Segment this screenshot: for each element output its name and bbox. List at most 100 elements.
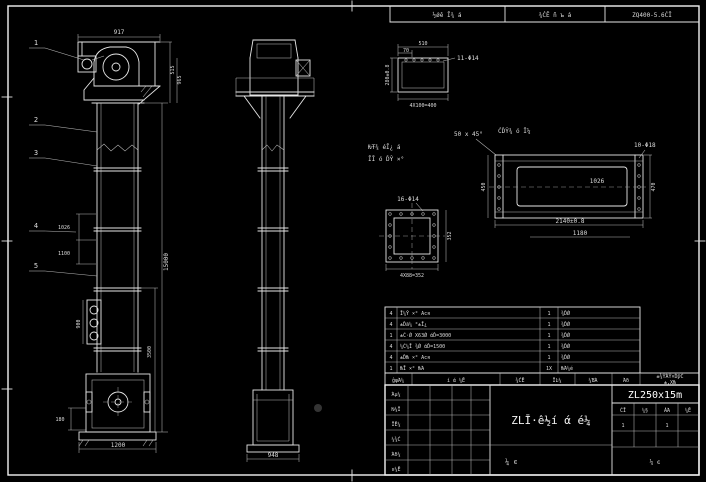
elevator-side-view: 948 bbox=[235, 39, 322, 462]
dim-casing-total: 2140±0.8 bbox=[556, 218, 585, 225]
chamfer-note: 50 x 45° bbox=[454, 131, 483, 138]
balloon-5: 5 bbox=[34, 262, 38, 270]
header-cell-3: ZQ400-5.6ĆĪ bbox=[632, 12, 672, 19]
part-row-material: ¾ĎǾ bbox=[561, 320, 570, 328]
info-label: ¼Ē bbox=[685, 407, 691, 414]
balloon-2: 2 bbox=[34, 116, 38, 124]
dim-flange-spacing: 4X88=352 bbox=[400, 273, 424, 279]
parts-header-weight: ¼ƁΆ bbox=[588, 377, 597, 384]
info-value: 1 bbox=[621, 423, 624, 429]
info-label: ¼§ bbox=[642, 408, 648, 414]
detail-flange-plate: 16-Φ14 4X88=352 352 bbox=[379, 196, 453, 279]
signature-label: Ƕ¼Ī bbox=[391, 406, 400, 413]
dim-side-base-width: 948 bbox=[268, 452, 279, 459]
balloon-3: 3 bbox=[34, 149, 38, 157]
part-row-seq: 4 bbox=[389, 322, 392, 328]
part-row-seq: 4 bbox=[389, 344, 392, 350]
ink-smudge bbox=[314, 404, 322, 412]
header-cell-1: ½ǿê Ī¾ á bbox=[433, 12, 462, 19]
flange-holes-label: 16-Φ14 bbox=[397, 196, 419, 203]
channel-holes-label: 11-Φ14 bbox=[457, 55, 479, 62]
side-motor bbox=[295, 59, 311, 77]
part-row-qty: 1 bbox=[547, 311, 550, 317]
sheet-number-note: ¼ ͼ bbox=[650, 459, 661, 466]
dim-front-base-width: 1200 bbox=[111, 442, 126, 449]
signature-label: Άδ¼ bbox=[391, 451, 400, 458]
part-row-qty: 1 bbox=[547, 322, 550, 328]
note-line-2: ĪĪ ó ĎŶ ×° bbox=[368, 155, 404, 163]
signature-label: Άμ¼ bbox=[391, 391, 400, 398]
part-row-name: ¼Ć¼Ī ¾Ǿ άĎ=1500 bbox=[400, 342, 445, 350]
parts-header-material: ĪĿ¼ bbox=[552, 377, 561, 384]
dim-total-height: 15000 bbox=[163, 253, 170, 271]
part-row-seq: 1 bbox=[389, 333, 392, 339]
dim-front-top-width: 917 bbox=[114, 29, 125, 36]
dim-channel-height: 280±0.8 bbox=[385, 64, 391, 85]
dim-channel-width: 510 bbox=[418, 41, 427, 47]
note-line-1: ǶŦ¾ éĪ¿ á bbox=[368, 144, 401, 151]
balloon-4: 4 bbox=[34, 222, 38, 230]
parts-header-seq: ĝφΆ¼ bbox=[392, 377, 404, 384]
dim-head-a: 515 bbox=[170, 65, 176, 74]
dim-casing-opening: 1180 bbox=[573, 230, 588, 237]
sheet-count-note: ¼ ͼ bbox=[505, 458, 518, 466]
part-row-material: ǶΆ¼é bbox=[561, 365, 573, 372]
part-row-name: ǶĪ ×° ǶΆ bbox=[400, 365, 424, 372]
dim-mid-a: 1026 bbox=[58, 225, 70, 231]
balloon-1: 1 bbox=[34, 39, 38, 47]
model-number: ZL250x15m bbox=[628, 390, 682, 401]
drive-motor bbox=[77, 55, 97, 73]
parts-header-remark: Άδ bbox=[623, 377, 629, 384]
part-row-material: ¾ĎǾ bbox=[561, 353, 570, 361]
part-row-name: ±ĎǶ ×° Ася bbox=[400, 353, 430, 361]
dim-head-b: 965 bbox=[177, 75, 183, 84]
part-row-qty: 1X bbox=[546, 366, 552, 372]
part-row-name: Ī¼Ŷ ×° Ася bbox=[400, 310, 430, 317]
part-row-qty: 1 bbox=[547, 344, 550, 350]
dim-door-height: 900 bbox=[76, 319, 82, 328]
info-label: ÁΆ bbox=[664, 407, 670, 414]
header-strip: ½ǿê Ī¾ á ¾ĆĒ ñ ъ á ZQ400-5.6ĆĪ bbox=[389, 5, 700, 23]
parts-header-name: í ά ¼Ē bbox=[447, 377, 465, 384]
part-row-name: ±Ć·Ǿ X63Ǿ άĎ=3000 bbox=[400, 331, 451, 339]
dim-casing-height-right: 470 bbox=[651, 182, 657, 191]
casing-note: ĆĎŶ¾ ó Ī¼ bbox=[498, 127, 531, 135]
parts-note-line-1: ±¾ŶΆŶ×ĎǷĆ bbox=[656, 372, 683, 380]
part-row-qty: 1 bbox=[547, 333, 550, 339]
dim-flange-side: 352 bbox=[447, 231, 453, 240]
casing-holes-label: 10-Φ18 bbox=[634, 142, 656, 149]
part-row-qty: 1 bbox=[547, 355, 550, 361]
annotation-notes: ǶŦ¾ éĪ¿ á ĪĪ ó ĎŶ ×° 50 x 45° ĆĎŶ¾ ó Ī¼ bbox=[368, 127, 531, 163]
info-value: 1 bbox=[665, 423, 668, 429]
info-label: ĆĪ bbox=[620, 407, 626, 414]
part-row-seq: 4 bbox=[389, 355, 392, 361]
dim-foot: 180 bbox=[55, 417, 64, 423]
dim-casing-inner: 1026 bbox=[590, 178, 605, 185]
part-row-material: ¾ĎǾ bbox=[561, 331, 570, 339]
part-row-name: ±Ďā¼ °±Ī¿ bbox=[400, 320, 427, 328]
part-row-material: ¾ĎǾ bbox=[561, 309, 570, 317]
drawing-title: ZLĪ·ê½í ά é¼ bbox=[511, 414, 590, 427]
parts-note-line-2: ±,XǶ bbox=[664, 380, 676, 386]
dim-channel-offset: 70 bbox=[403, 48, 409, 54]
dim-channel-spacing: 4X100=400 bbox=[409, 103, 436, 109]
part-row-seq: 4 bbox=[389, 311, 392, 317]
signature-label: ¼¾Ć bbox=[391, 436, 400, 443]
dim-mid-b: 1100 bbox=[58, 251, 70, 257]
title-block: Άμ¼ Ƕ¼Ī ĪĒ¼ ¼¾Ć Άδ¼ ͼ¼Ē ZLĪ·ê½í ά é¼ ¼ ͼ… bbox=[384, 384, 700, 476]
part-row-seq: 1 bbox=[389, 366, 392, 372]
signature-label: ͼ¼Ē bbox=[391, 466, 400, 473]
head-pulley bbox=[102, 53, 130, 81]
detail-channel-section: 11-Φ14 510 70 280±0.8 4X100=400 bbox=[385, 41, 479, 109]
dim-lower-height: 3500 bbox=[147, 346, 153, 358]
inspection-door bbox=[86, 299, 102, 345]
signature-label: ĪĒ¼ bbox=[391, 421, 400, 428]
part-row-material: ¾ĎǾ bbox=[561, 342, 570, 350]
parts-header-qty: ¾ĆĒ bbox=[515, 377, 524, 384]
detail-casing-section: 10-Φ18 1026 2140±0.8 1180 470 450 bbox=[481, 142, 657, 238]
dim-casing-height-left: 450 bbox=[481, 182, 487, 191]
header-cell-2: ¾ĆĒ ñ ъ á bbox=[539, 12, 572, 19]
